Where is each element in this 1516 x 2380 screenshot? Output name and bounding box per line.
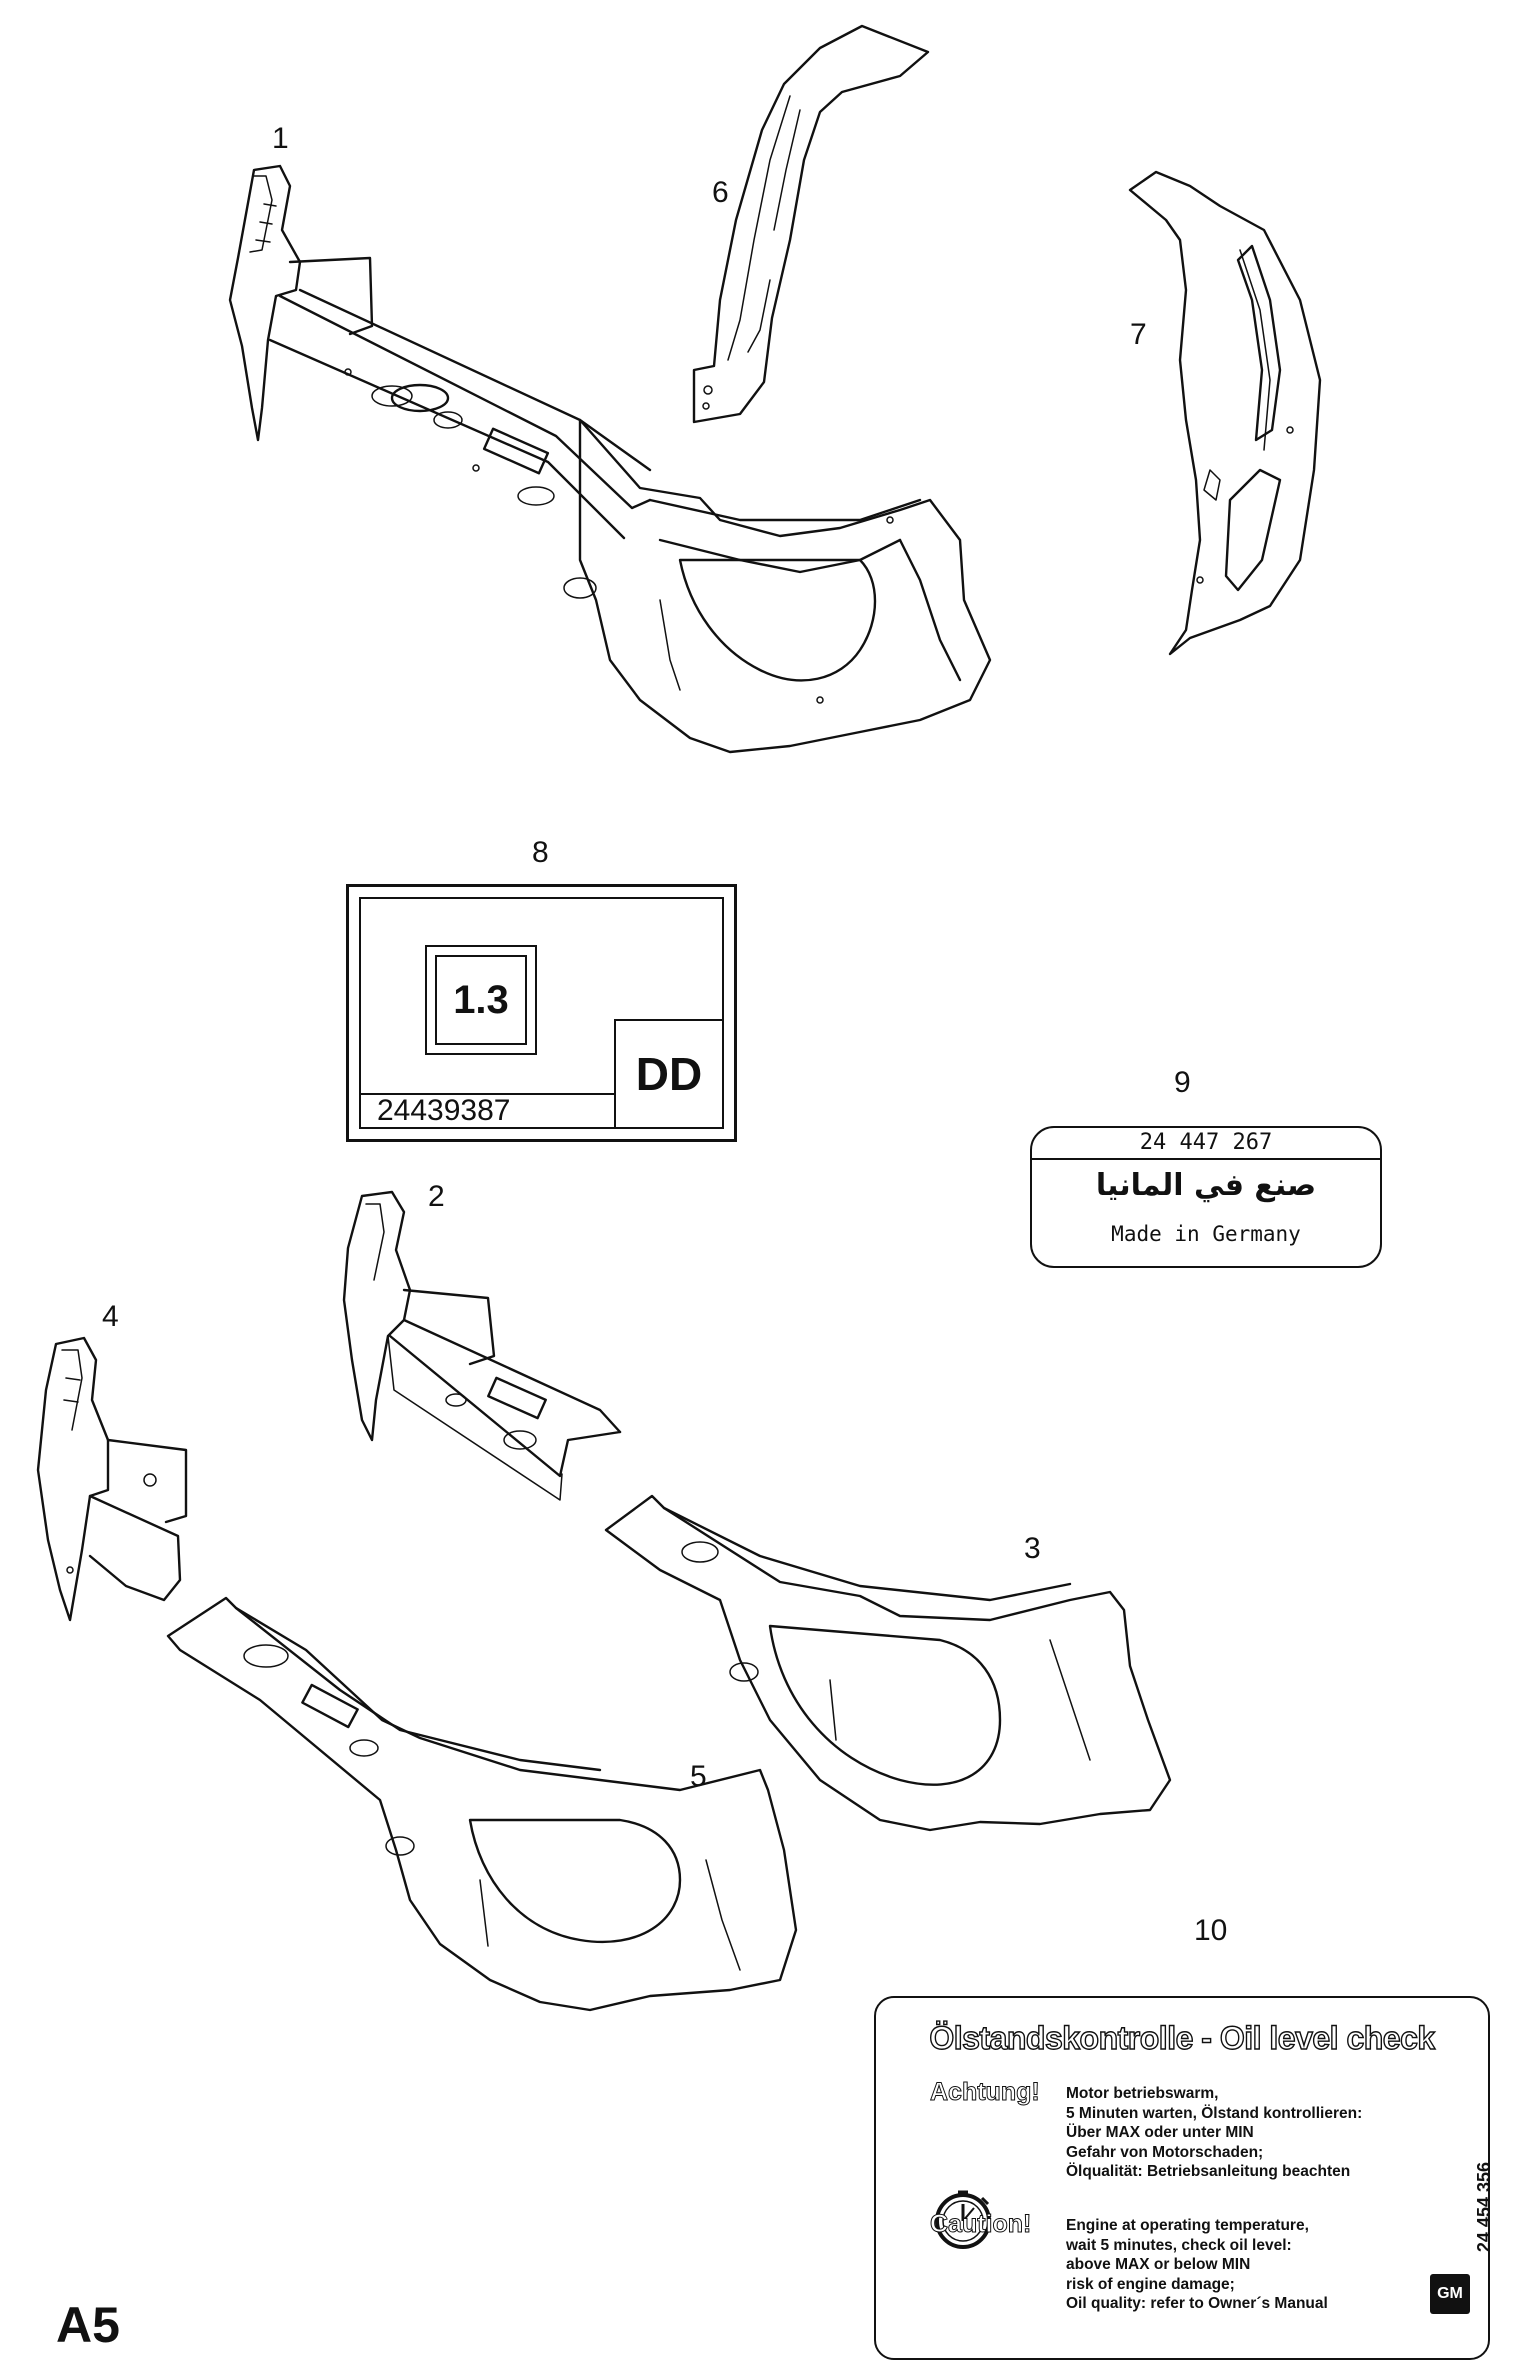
callout-10: 10 <box>1194 1914 1228 1947</box>
label9-part-number: 24 447 267 <box>1032 1128 1380 1160</box>
warning-de-line: Ölqualität: Betriebsanleitung beachten <box>1066 2163 1351 2180</box>
size-box: 1.3 <box>425 945 537 1055</box>
front-panel-assembly-drawing <box>228 164 992 754</box>
callout-6: 6 <box>712 176 729 209</box>
warning-en-line: Oil quality: refer to Owner´s Manual <box>1066 2295 1328 2312</box>
callout-9: 9 <box>1174 1066 1191 1099</box>
clock-gauge-icon <box>935 2190 991 2249</box>
callout-3: 3 <box>1024 1532 1041 1565</box>
panel-end-4-drawing <box>36 1336 188 1622</box>
callout-2: 2 <box>428 1180 445 1213</box>
variant-code: DD <box>614 1019 722 1127</box>
warning-en-text: Engine at operating temperature, wait 5 … <box>1066 2216 1446 2314</box>
origin-label-9: 24 447 267 صنع في المانيا Made in German… <box>1030 1126 1382 1268</box>
page-id: A5 <box>56 2297 120 2353</box>
warning-en-line: Engine at operating temperature, <box>1066 2217 1309 2234</box>
warning-en-line: risk of engine damage; <box>1066 2275 1235 2293</box>
warning-de-line: Gefahr von Motorschaden; <box>1066 2143 1264 2161</box>
callout-7: 7 <box>1130 318 1147 351</box>
callout-4: 4 <box>102 1300 119 1333</box>
gm-logo: GM <box>1430 2274 1470 2314</box>
warning-en-heading: Caution! <box>929 2210 1032 2239</box>
side-bracket-7-drawing <box>1128 170 1322 656</box>
size-label-8: 1.3 DD 24439387 <box>346 884 737 1142</box>
label9-arabic-text: صنع في المانيا <box>1095 1168 1317 1203</box>
warning-de-heading: Achtung! <box>930 2078 1041 2107</box>
warning-de-line: 5 Minuten warten, Ölstand kontrollieren: <box>1066 2104 1363 2122</box>
warning-de-text: Motor betriebswarm, 5 Minuten warten, Öl… <box>1066 2084 1446 2182</box>
warning-de-line: Motor betriebswarm, <box>1066 2085 1219 2102</box>
panel-section-3-drawing <box>604 1494 1172 1832</box>
oil-level-label-10: Ölstandskontrolle - Oil level check Acht… <box>874 1996 1494 2360</box>
label8-part-number: 24439387 <box>361 1093 616 1127</box>
size-value: 1.3 <box>435 955 527 1045</box>
panel-section-2-drawing <box>342 1190 622 1501</box>
label9-origin-text: Made in Germany <box>1111 1222 1301 1246</box>
size-label-frame: 1.3 DD 24439387 <box>359 897 724 1129</box>
label10-title: Ölstandskontrolle - Oil level check <box>929 2019 1436 2056</box>
callout-1: 1 <box>272 122 289 155</box>
label10-part-number: 24 454 356 <box>1474 2162 1494 2253</box>
warning-en-line: above MAX or below MIN <box>1066 2256 1251 2273</box>
warning-de-line: Über MAX oder unter MIN <box>1066 2124 1254 2141</box>
side-bracket-6-drawing <box>692 24 930 424</box>
callout-8: 8 <box>532 836 549 869</box>
warning-en-line: wait 5 minutes, check oil level: <box>1066 2236 1292 2254</box>
panel-section-5-drawing <box>166 1596 798 2012</box>
